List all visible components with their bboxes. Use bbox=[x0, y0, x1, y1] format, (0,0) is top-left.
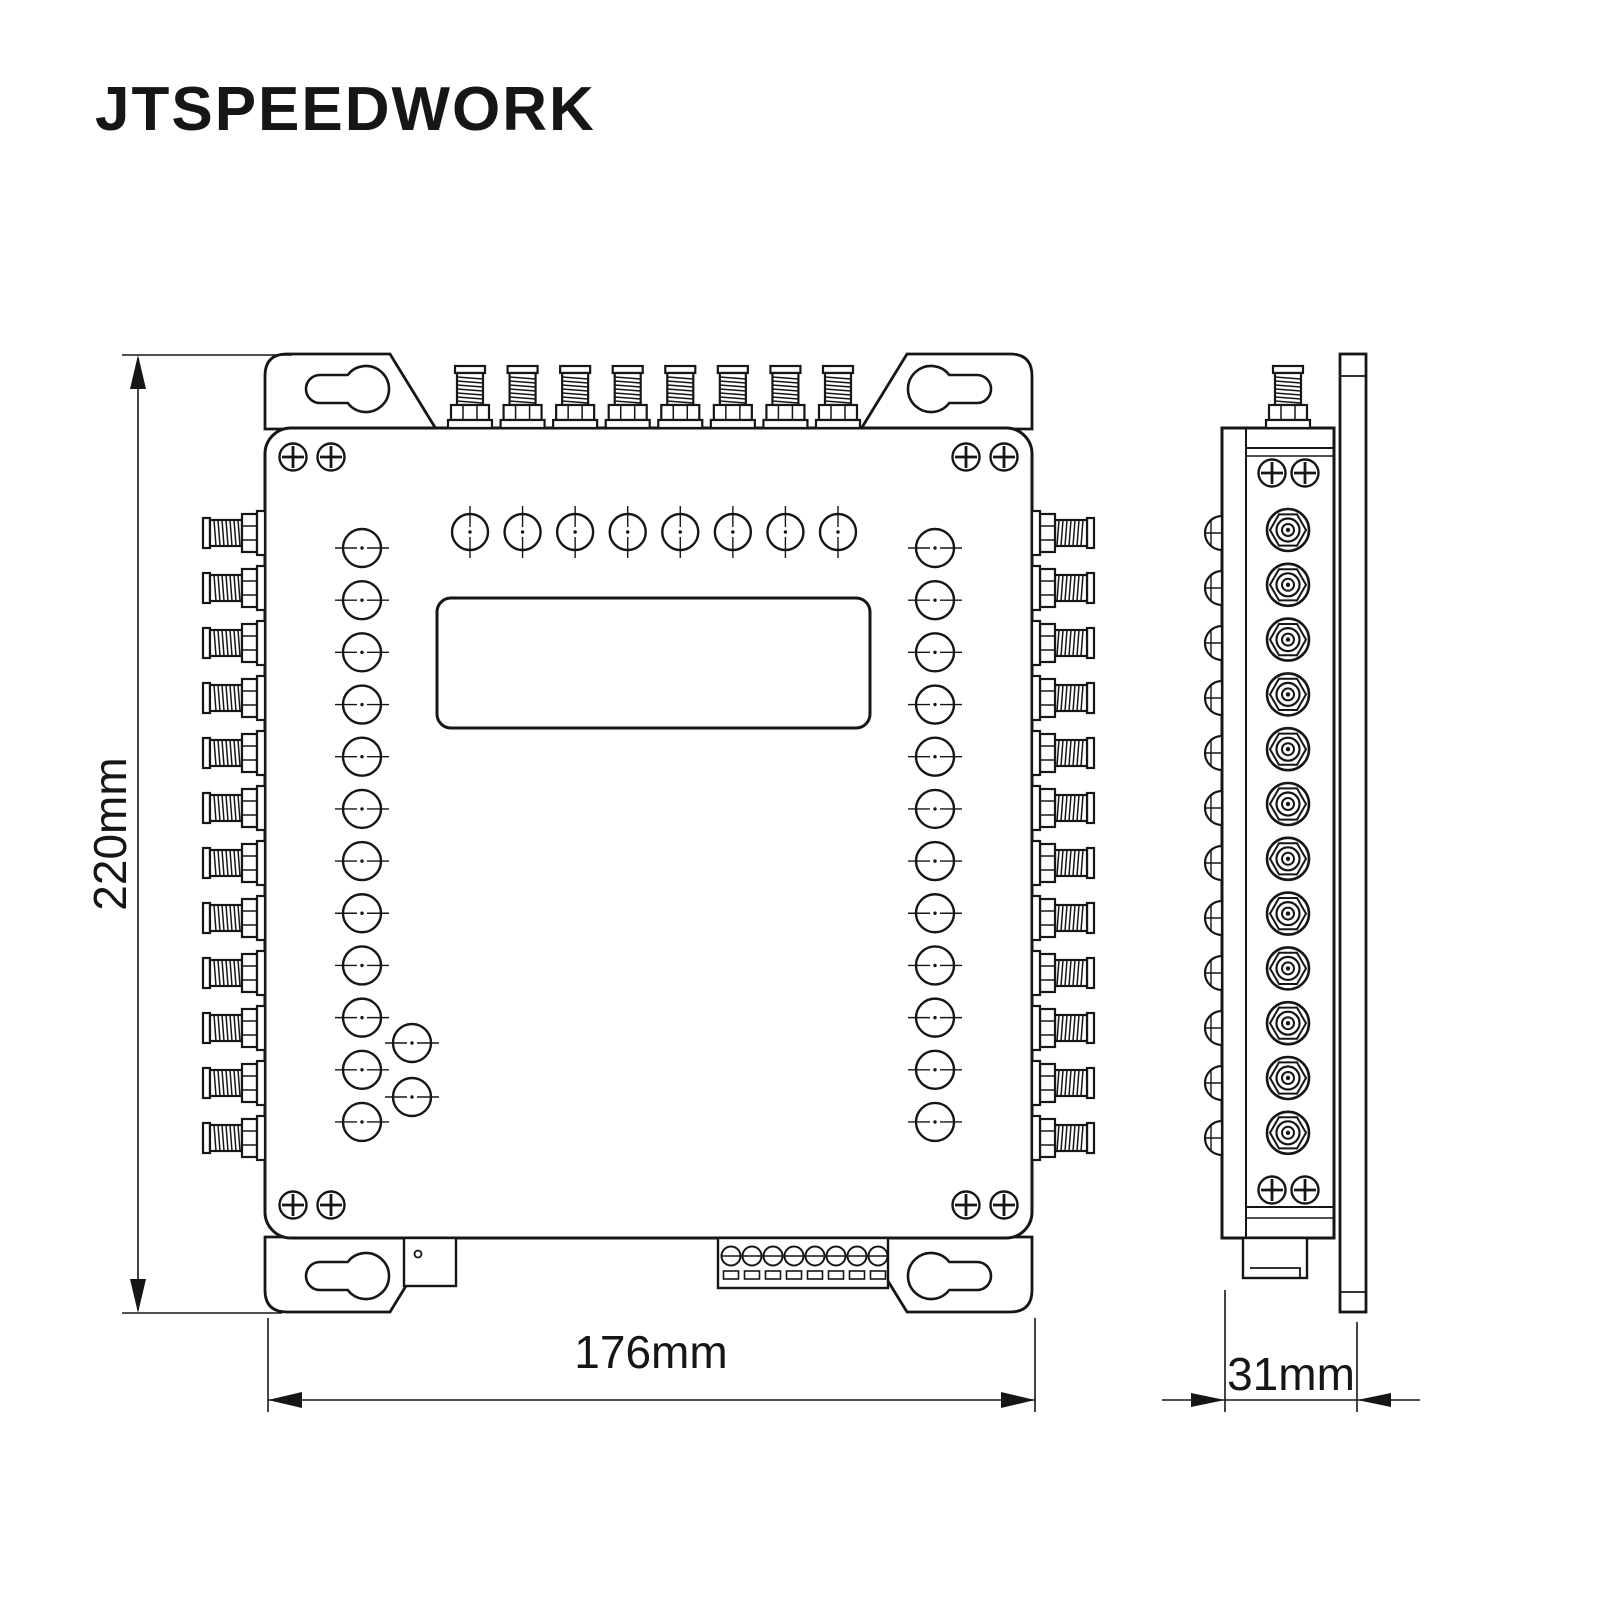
coax-port bbox=[1265, 946, 1311, 991]
power-connector-block bbox=[402, 1236, 458, 1288]
terminal-opening bbox=[848, 1270, 866, 1280]
right-sma-connector-column bbox=[1030, 509, 1096, 1162]
phillips-screw bbox=[951, 442, 981, 472]
sma-connector-right bbox=[1030, 619, 1096, 667]
phillips-screw bbox=[989, 1190, 1019, 1220]
coax-port bbox=[1265, 1000, 1311, 1046]
sma-connector-left bbox=[201, 729, 267, 777]
terminal-opening bbox=[806, 1270, 824, 1280]
terminal-opening bbox=[785, 1270, 803, 1280]
terminal-opening bbox=[764, 1270, 782, 1280]
connector-profile-bump bbox=[1203, 1119, 1224, 1157]
sma-connector-left bbox=[201, 894, 267, 942]
sma-connector-right bbox=[1030, 949, 1096, 997]
terminal-opening bbox=[722, 1270, 740, 1280]
coax-port bbox=[1265, 781, 1311, 827]
terminal-opening bbox=[827, 1270, 845, 1280]
left-sma-connector-column bbox=[201, 509, 267, 1162]
coax-port bbox=[1265, 726, 1311, 772]
sma-connector-top bbox=[499, 364, 546, 430]
sma-connector-left bbox=[201, 1114, 267, 1162]
sma-connector-top bbox=[446, 364, 494, 430]
sma-connector-right bbox=[1030, 784, 1096, 832]
top-sma-connector-row bbox=[446, 364, 862, 430]
connector-profile-bump bbox=[1203, 1064, 1224, 1102]
connector-profile-bump bbox=[1203, 899, 1224, 937]
sma-connector-top bbox=[604, 364, 651, 430]
coax-port bbox=[1265, 672, 1311, 717]
sma-connector-right bbox=[1030, 729, 1096, 777]
sma-connector-left bbox=[201, 619, 267, 667]
sma-connector-right bbox=[1030, 839, 1096, 887]
side-view bbox=[1203, 352, 1368, 1314]
terminal-opening bbox=[743, 1270, 761, 1280]
dimension-depth bbox=[1162, 1290, 1420, 1412]
terminal-block bbox=[716, 1236, 890, 1290]
sma-connector-left bbox=[201, 784, 267, 832]
sma-connector-right bbox=[1030, 509, 1096, 557]
coax-port bbox=[1265, 617, 1311, 662]
dimension-width bbox=[267, 1318, 1036, 1412]
front-view bbox=[201, 352, 1096, 1314]
phillips-screw bbox=[316, 1190, 346, 1220]
side-mounting-plate bbox=[1338, 352, 1368, 1314]
coax-port bbox=[1265, 507, 1311, 553]
coax-port bbox=[1265, 891, 1311, 936]
connector-profile-bump bbox=[1203, 679, 1224, 717]
phillips-screw bbox=[316, 442, 346, 472]
phillips-screw bbox=[1290, 458, 1320, 488]
sma-connector-left bbox=[201, 674, 267, 722]
brand-logo: JTSPEEDWORK bbox=[95, 75, 596, 144]
connector-profile-bump bbox=[1203, 1009, 1224, 1047]
phillips-screw bbox=[278, 442, 308, 472]
dimension-annotations bbox=[122, 354, 1420, 1412]
phillips-screw bbox=[1290, 1175, 1320, 1205]
dimension-height bbox=[122, 354, 292, 1314]
phillips-screw bbox=[1257, 1175, 1287, 1205]
coax-port bbox=[1265, 1110, 1311, 1156]
connector-profile-bump bbox=[1203, 734, 1224, 772]
coax-port bbox=[1265, 562, 1311, 608]
sma-connector-top bbox=[1264, 364, 1312, 430]
dimension-height-label: 220mm bbox=[84, 757, 136, 910]
connector-profile-bump bbox=[1203, 569, 1224, 607]
phillips-screw bbox=[1257, 458, 1287, 488]
sma-connector-right bbox=[1030, 564, 1096, 612]
sma-connector-top bbox=[814, 364, 862, 430]
coax-port bbox=[1265, 1055, 1311, 1101]
dimension-depth-label: 31mm bbox=[1227, 1348, 1355, 1400]
sma-connector-top bbox=[762, 364, 809, 430]
sma-connector-top bbox=[657, 364, 704, 430]
side-top-sma-connector bbox=[1264, 364, 1312, 430]
terminal-opening bbox=[869, 1270, 887, 1280]
connector-profile-bump bbox=[1203, 624, 1224, 662]
coax-port bbox=[1265, 836, 1311, 882]
connector-profile-bump bbox=[1203, 844, 1224, 882]
connector-profile-bump bbox=[1203, 514, 1224, 552]
connector-profile-bump bbox=[1203, 789, 1224, 827]
sma-connector-right bbox=[1030, 1114, 1096, 1162]
side-bottom-connector bbox=[1241, 1236, 1309, 1280]
sma-connector-right bbox=[1030, 1004, 1096, 1052]
dimension-width-label: 176mm bbox=[574, 1326, 727, 1378]
side-profile-connector-bumps bbox=[1203, 514, 1224, 1157]
sma-connector-left bbox=[201, 564, 267, 612]
connector-profile-bump bbox=[1203, 954, 1224, 992]
sma-connector-left bbox=[201, 1059, 267, 1107]
phillips-screw bbox=[989, 442, 1019, 472]
display-window bbox=[435, 596, 872, 730]
sma-connector-left bbox=[201, 839, 267, 887]
sma-connector-right bbox=[1030, 894, 1096, 942]
sma-connector-top bbox=[552, 364, 599, 430]
sma-connector-top bbox=[709, 364, 756, 430]
side-view-body bbox=[1220, 426, 1336, 1240]
sma-connector-left bbox=[201, 949, 267, 997]
phillips-screw bbox=[951, 1190, 981, 1220]
sma-connector-right bbox=[1030, 1059, 1096, 1107]
sma-connector-left bbox=[201, 1004, 267, 1052]
sma-connector-left bbox=[201, 509, 267, 557]
phillips-screw bbox=[278, 1190, 308, 1220]
sma-connector-right bbox=[1030, 674, 1096, 722]
